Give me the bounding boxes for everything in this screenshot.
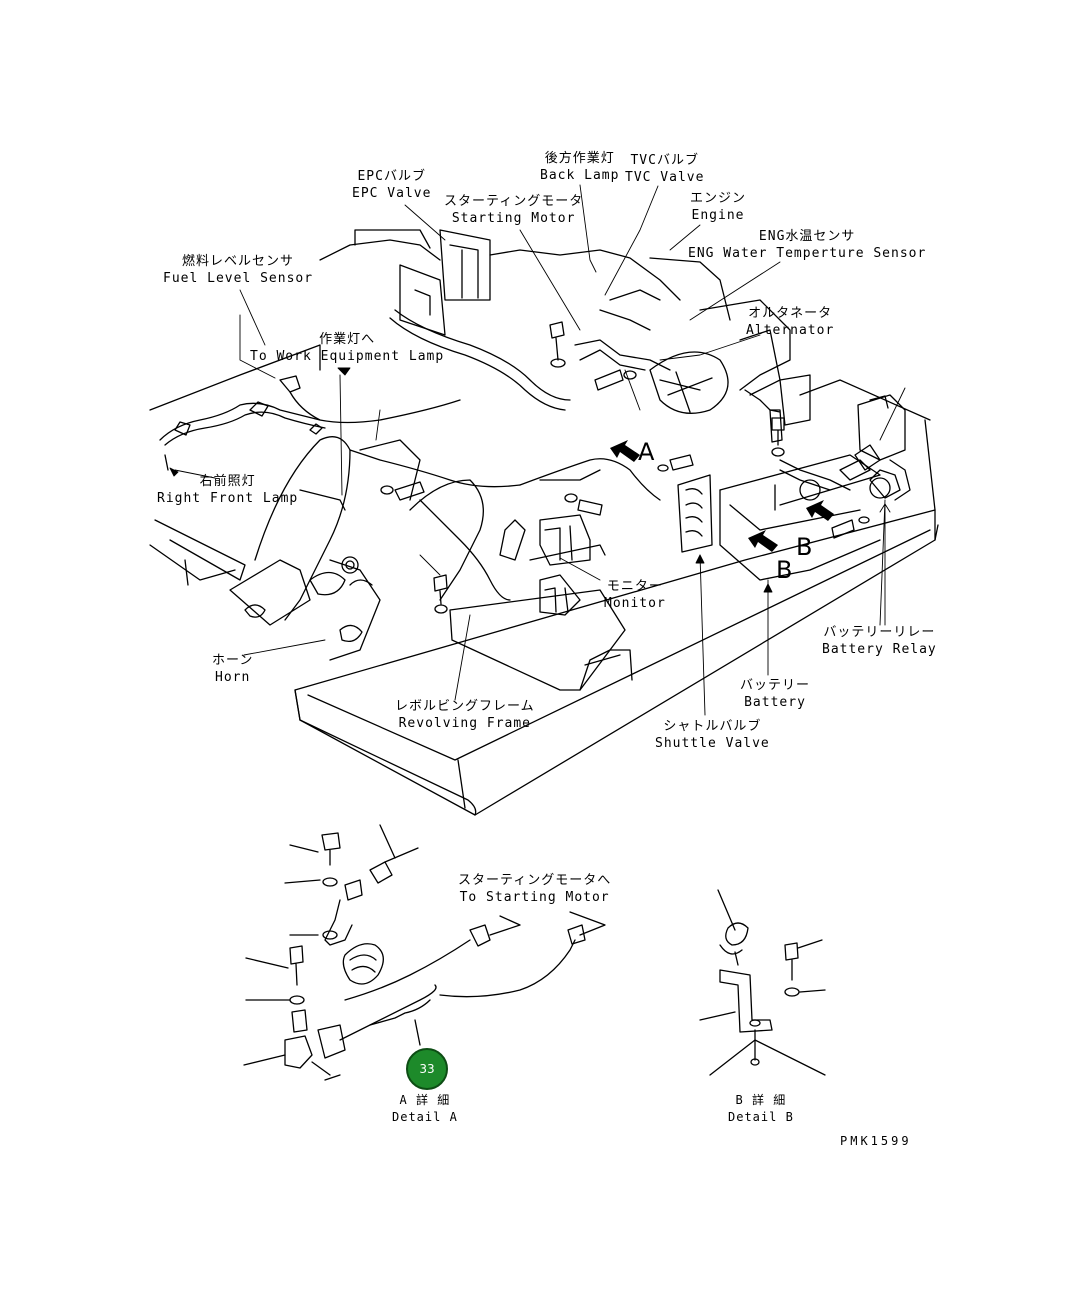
label-tvc-valve-en: TVC Valve [625,170,705,185]
shuttle-valve-drawing [677,474,713,553]
wiring-harness-drawing [159,289,901,601]
label-battery-en: Battery [744,695,806,710]
drawing-code: PMK1599 [840,1134,912,1148]
label-detail-a-jp: A 詳 細 [399,1093,451,1107]
label-tvc-valve-jp: TVCバルブ [630,153,699,168]
detail-a-drawing [243,824,606,1081]
fasteners-drawing [341,321,870,614]
label-starting-motor-en: Starting Motor [451,211,576,226]
label-engine-en: Engine [691,208,745,223]
epc-valve-drawing [399,229,491,336]
label-eng-water-sensor-en: ENG Water Temperture Sensor [688,246,927,261]
label-eng-water-sensor-jp: ENG水温センサ [758,229,856,244]
label-work-equipment-lamp: 作業灯へ To Work Equipment Lamp [250,331,444,365]
label-horn-en: Horn [215,670,251,685]
label-horn: ホーン Horn [212,652,253,686]
label-to-starting-motor: スターティングモータへ To Starting Motor [458,872,611,906]
callout-b-upper: B [796,533,813,561]
label-to-starting-motor-en: To Starting Motor [459,890,610,905]
label-detail-b-jp: B 詳 細 [735,1093,787,1107]
label-eng-water-sensor: ENG水温センサ ENG Water Temperture Sensor [688,228,926,262]
label-revolving-frame: レボルビングフレーム Revolving Frame [395,698,535,732]
label-shuttle-valve-en: Shuttle Valve [655,736,770,751]
label-battery-relay-jp: バッテリーリレー [823,625,936,640]
label-monitor-en: Monitor [604,596,666,611]
label-epc-valve: EPCバルブ EPC Valve [352,168,431,202]
label-shuttle-valve-jp: シャトルバルブ [663,719,762,734]
label-alternator-jp: オルタネータ [748,306,833,321]
leader-lines [169,184,906,716]
label-back-lamp: 後方作業灯 Back Lamp [540,150,619,184]
label-battery: バッテリー Battery [740,677,810,711]
label-back-lamp-en: Back Lamp [540,168,620,183]
label-horn-jp: ホーン [212,653,254,668]
engine-drawing [319,229,936,511]
label-back-lamp-jp: 後方作業灯 [544,151,615,166]
label-fuel-level-sensor-jp: 燃料レベルセンサ [182,254,295,269]
label-starting-motor: スターティングモータ Starting Motor [444,193,583,227]
label-detail-b-en: Detail B [728,1110,794,1124]
label-right-front-lamp-en: Right Front Lamp [157,491,299,506]
label-to-starting-motor-jp: スターティングモータへ [458,873,612,888]
callout-a: A [638,438,655,466]
boom-bracket-drawing [229,436,484,661]
monitor-drawing [449,514,633,691]
label-battery-relay: バッテリーリレー Battery Relay [822,624,937,658]
label-epc-valve-en: EPC Valve [352,186,432,201]
direction-arrows [610,440,834,552]
label-detail-a: A 詳 細 Detail A [392,1092,458,1126]
detail-b-drawing [699,889,826,1076]
label-work-equipment-lamp-en: To Work Equipment Lamp [250,349,445,364]
label-epc-valve-jp: EPCバルブ [357,169,426,184]
label-right-front-lamp: 右前照灯 Right Front Lamp [157,473,298,507]
label-fuel-level-sensor-en: Fuel Level Sensor [163,271,314,286]
label-fuel-level-sensor: 燃料レベルセンサ Fuel Level Sensor [163,253,313,287]
label-tvc-valve: TVCバルブ TVC Valve [625,152,704,186]
label-engine-jp: エンジン [690,191,747,206]
battery-relay-drawing [799,394,911,501]
label-right-front-lamp-jp: 右前照灯 [199,474,256,489]
label-starting-motor-jp: スターティングモータ [444,194,584,209]
part-number-badge[interactable]: 33 [406,1048,448,1090]
label-alternator: オルタネータ Alternator [746,305,834,339]
callout-b-lower: B [776,556,793,584]
label-battery-jp: バッテリー [740,678,811,693]
revolving-frame-drawing [149,344,939,816]
label-revolving-frame-en: Revolving Frame [398,716,532,731]
label-detail-b: B 詳 細 Detail B [728,1092,794,1126]
label-alternator-en: Alternator [746,323,835,338]
label-work-equipment-lamp-jp: 作業灯へ [319,332,376,347]
label-engine: エンジン Engine [690,190,746,224]
label-shuttle-valve: シャトルバルブ Shuttle Valve [655,718,770,752]
label-detail-a-en: Detail A [392,1110,458,1124]
label-monitor-jp: モニター [606,579,663,594]
label-monitor: モニター Monitor [604,578,666,612]
label-battery-relay-en: Battery Relay [822,642,937,657]
label-revolving-frame-jp: レボルビングフレーム [395,699,535,714]
